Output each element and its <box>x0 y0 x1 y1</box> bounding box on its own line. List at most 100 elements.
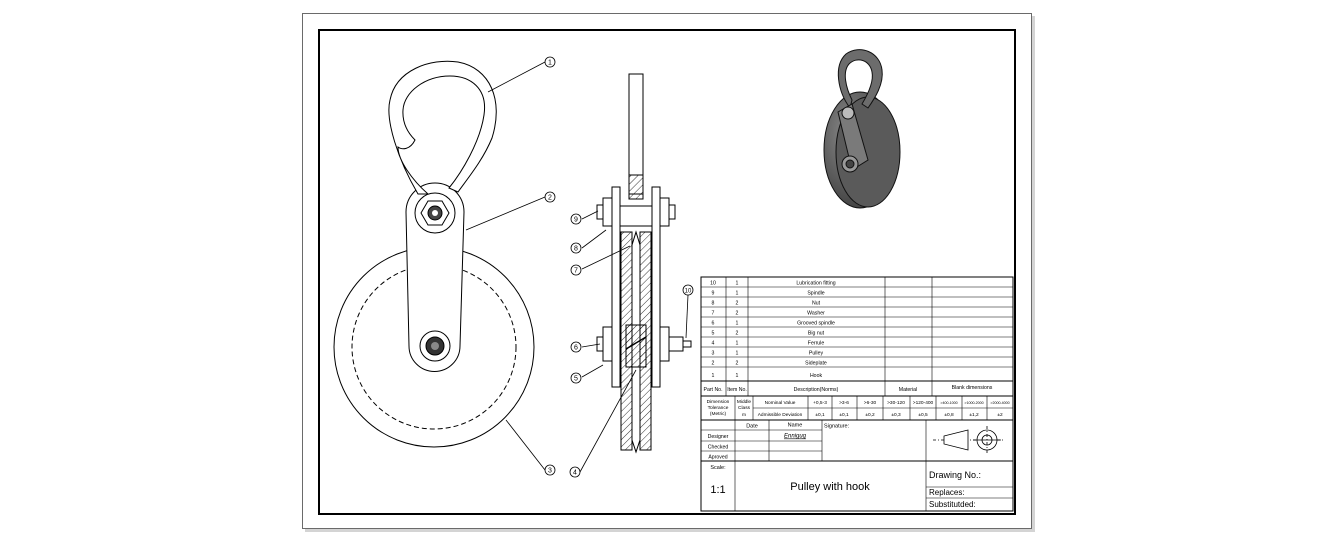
svg-text:Big nut: Big nut <box>808 331 825 337</box>
svg-text:>120-400: >120-400 <box>913 400 934 406</box>
svg-text:Spindle: Spindle <box>807 291 824 297</box>
header-blank: Blank dimensions <box>952 385 993 391</box>
svg-text:1: 1 <box>736 281 739 287</box>
svg-text:±2: ±2 <box>997 412 1003 418</box>
replaces-label: Replaces: <box>929 488 965 497</box>
drawing-no-label: Drawing No.: <box>929 470 981 480</box>
balloon-7[interactable]: 7 <box>570 264 582 276</box>
svg-text:Dimension: Dimension <box>707 399 730 405</box>
header-description: Description(Norms) <box>794 387 839 393</box>
svg-text:1: 1 <box>736 373 739 379</box>
role-checked: Checked <box>708 445 729 451</box>
svg-text:±1,2: ±1,2 <box>969 412 979 418</box>
svg-text:>3-6: >3-6 <box>839 400 849 406</box>
svg-text:(Metric): (Metric) <box>710 411 727 417</box>
svg-text:7: 7 <box>574 268 578 275</box>
iso-hook <box>837 49 883 110</box>
svg-text:Lubrication fitting: Lubrication fitting <box>796 281 835 287</box>
svg-text:+0,5-3: +0,5-3 <box>813 400 827 406</box>
balloon-3[interactable]: 3 <box>544 464 556 476</box>
svg-text:Grooved spindle: Grooved spindle <box>797 321 835 327</box>
parts-list: 10 1 Lubrication fitting 9 1 Spindle 8 2… <box>700 276 1014 397</box>
svg-text:1: 1 <box>712 373 715 379</box>
svg-text:>2000-4000: >2000-4000 <box>990 401 1009 405</box>
balloon-5[interactable]: 5 <box>570 372 582 384</box>
svg-text:±0,8: ±0,8 <box>944 412 954 418</box>
upper-nut-hex <box>420 200 450 226</box>
svg-text:5: 5 <box>712 331 715 337</box>
svg-text:1: 1 <box>736 351 739 357</box>
header-item-no: Item No. <box>727 387 747 393</box>
callouts <box>465 61 689 473</box>
upper-spindle <box>619 205 653 227</box>
hook <box>388 60 497 195</box>
svg-text:10: 10 <box>685 289 692 295</box>
date-header: Date <box>746 424 758 430</box>
signature-header: Signature: <box>824 424 850 430</box>
big-nut-left <box>602 326 613 362</box>
tolerance-table: Dimension Tolerance (Metric) Middle Clas… <box>700 395 1014 421</box>
section-view <box>596 73 692 454</box>
svg-text:>1000-2000: >1000-2000 <box>964 401 983 405</box>
designer-name: Ennigug <box>784 434 807 440</box>
svg-text:2: 2 <box>712 361 715 367</box>
svg-text:10: 10 <box>710 281 716 287</box>
balloon-1[interactable]: 1 <box>544 56 556 68</box>
svg-text:Washer: Washer <box>807 311 825 317</box>
svg-text:3: 3 <box>712 351 715 357</box>
role-designer: Designer <box>708 434 729 440</box>
balloon-6[interactable]: 6 <box>570 341 582 353</box>
balloon-9[interactable]: 9 <box>570 213 582 225</box>
front-view <box>333 60 535 448</box>
svg-text:Admissible Deviation: Admissible Deviation <box>758 412 803 418</box>
svg-text:Hook: Hook <box>810 373 823 379</box>
svg-text:2: 2 <box>548 195 552 202</box>
balloon-10[interactable]: 10 <box>682 284 694 296</box>
svg-text:±0,2: ±0,2 <box>865 412 875 418</box>
svg-text:2: 2 <box>736 331 739 337</box>
sideplate-left <box>611 186 621 388</box>
drawing-frame <box>318 29 1016 515</box>
scale-label: Scale: <box>710 465 726 471</box>
svg-text:Sideplate: Sideplate <box>805 361 827 367</box>
nut-top-right <box>659 197 670 227</box>
nut-top-left <box>602 197 613 227</box>
svg-text:Nut: Nut <box>812 301 821 307</box>
svg-text:m: m <box>742 413 746 418</box>
svg-text:Middle: Middle <box>737 399 751 405</box>
balloon-2[interactable]: 2 <box>544 191 556 203</box>
balloon-4[interactable]: 4 <box>569 466 581 478</box>
svg-text:Nominal Value: Nominal Value <box>765 400 796 406</box>
svg-text:2: 2 <box>736 361 739 367</box>
svg-text:8: 8 <box>574 246 578 253</box>
upper-nut <box>414 192 456 234</box>
big-nut-right <box>659 326 670 362</box>
projection-symbol-icon <box>933 426 1005 454</box>
svg-text:9: 9 <box>712 291 715 297</box>
balloons: 1 2 3 4 5 6 7 8 9 10 <box>544 56 694 478</box>
sideplate-right <box>651 186 661 388</box>
balloon-8[interactable]: 8 <box>570 242 582 254</box>
svg-text:±0,3: ±0,3 <box>891 412 901 418</box>
svg-text:3: 3 <box>548 468 552 475</box>
lower-nut <box>419 330 451 362</box>
svg-text:2: 2 <box>736 311 739 317</box>
header-material: Material <box>899 387 917 393</box>
svg-text:1: 1 <box>736 321 739 327</box>
svg-text:1: 1 <box>736 341 739 347</box>
svg-text:4: 4 <box>712 341 715 347</box>
svg-text:1: 1 <box>736 291 739 297</box>
svg-text:Ferrule: Ferrule <box>808 341 825 347</box>
name-header: Name <box>788 423 803 429</box>
drawing-title: Pulley with hook <box>790 481 870 493</box>
svg-text:Pulley: Pulley <box>809 351 824 357</box>
svg-text:6: 6 <box>712 321 715 327</box>
ferrule <box>625 324 647 368</box>
svg-text:>30-120: >30-120 <box>887 400 905 406</box>
svg-text:>6-30: >6-30 <box>864 400 877 406</box>
isometric-view <box>823 49 901 209</box>
svg-text:>400-1000: >400-1000 <box>940 401 957 405</box>
lubrication-fitting <box>668 336 684 352</box>
title-block: Date Name Signature: Designer Ennigug Ch… <box>700 419 1014 512</box>
